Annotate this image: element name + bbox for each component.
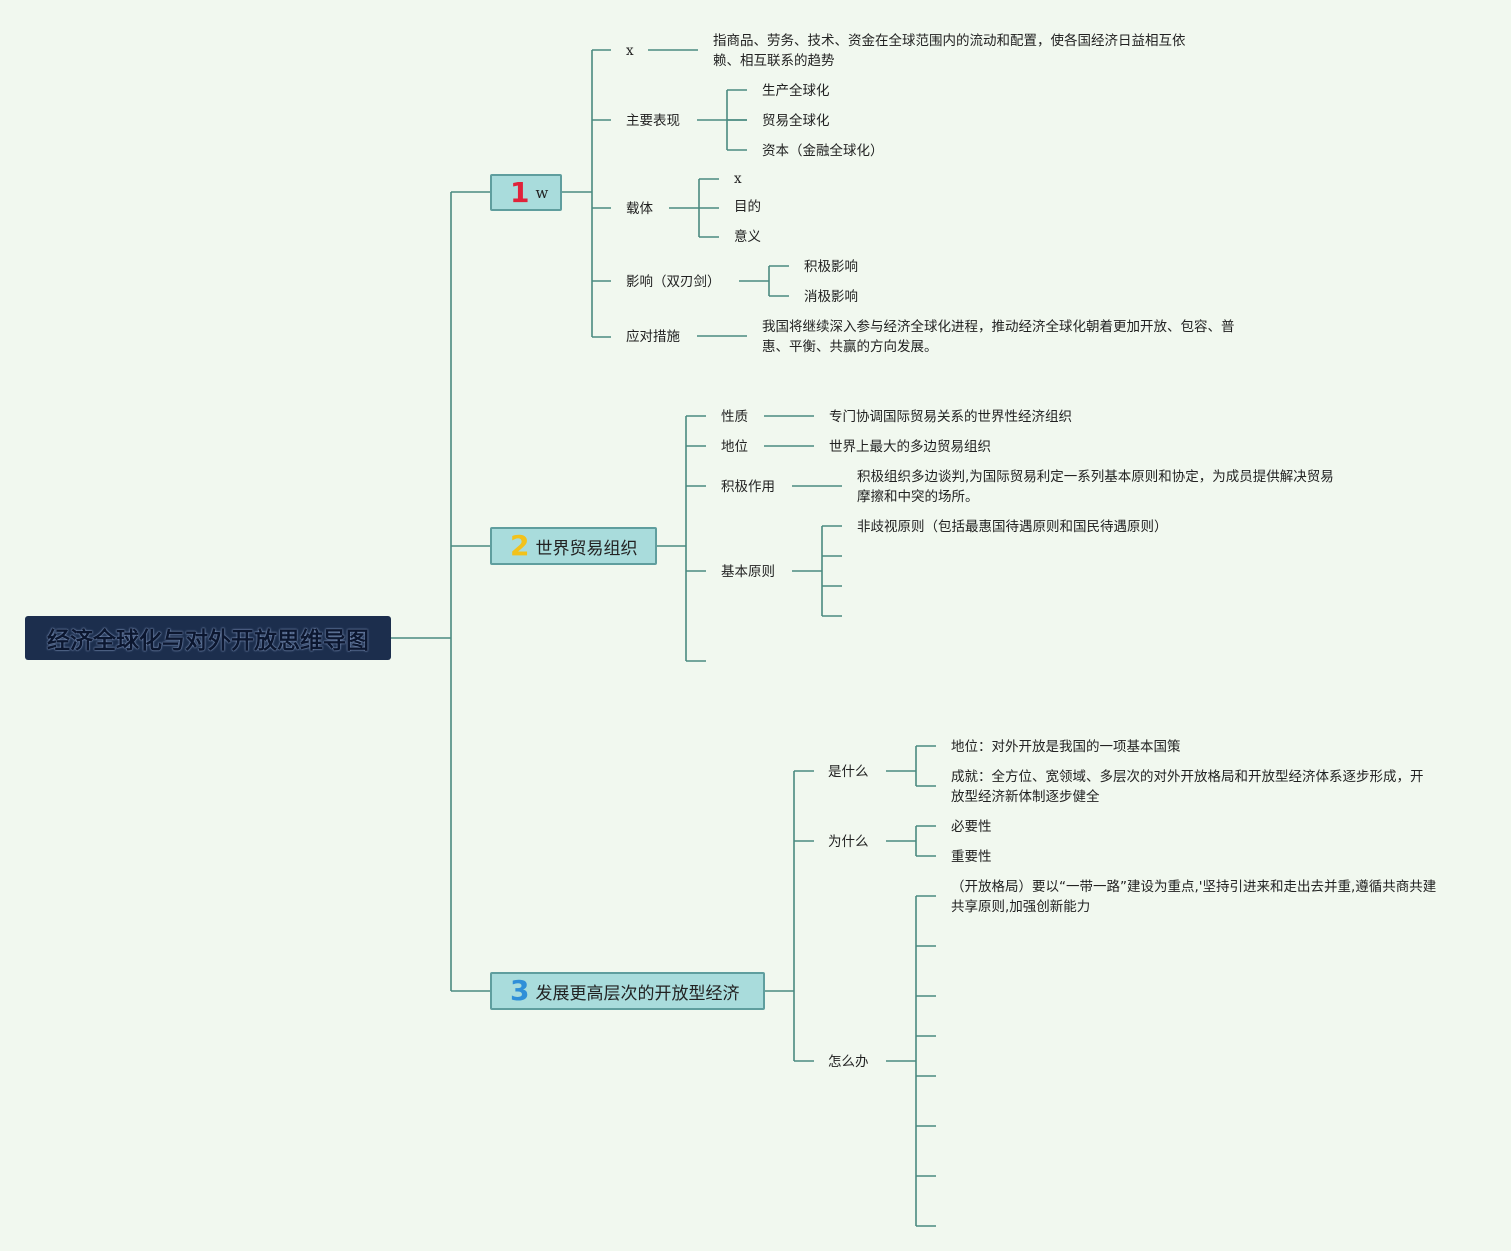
response-text: 我国将继续深入参与经济全球化进程，推动经济全球化朝着更加开放、包容、普 惠、平衡… bbox=[762, 317, 1235, 357]
how-label[interactable]: 怎么办 bbox=[828, 1054, 869, 1070]
status-label[interactable]: 地位 bbox=[721, 439, 748, 455]
definition-text: 指商品、劳务、技术、资金在全球范围内的流动和配置，使各国经济日益相互依 赖、相互… bbox=[713, 31, 1186, 71]
status-text[interactable]: 世界上最大的多边贸易组织 bbox=[829, 439, 991, 455]
manifest-item[interactable]: 生产全球化 bbox=[762, 83, 830, 99]
what-item-line: 成就：全方位、宽领域、多层次的对外开放格局和开放型经济体系逐步形成，开 bbox=[951, 769, 1424, 785]
how-item-line: （开放格局）要以“一带一路”建设为重点,'坚持引进来和走出去并重,遵循共商共建 bbox=[951, 879, 1437, 895]
impact-item[interactable]: 积极影响 bbox=[804, 259, 858, 275]
why-item[interactable]: 重要性 bbox=[951, 849, 992, 865]
what-label[interactable]: 是什么 bbox=[828, 764, 869, 780]
manifest-item[interactable]: 资本（金融全球化） bbox=[762, 143, 884, 159]
impact-label[interactable]: 影响（双刃剑） bbox=[626, 274, 721, 290]
role-text: 积极组织多边谈判,为国际贸易利定一系列基本原则和协定，为成员提供解决贸易 摩擦和… bbox=[857, 467, 1334, 507]
why-label[interactable]: 为什么 bbox=[828, 834, 869, 850]
definition-text-line: 指商品、劳务、技术、资金在全球范围内的流动和配置，使各国经济日益相互依 bbox=[713, 33, 1186, 49]
carrier-item[interactable]: x bbox=[734, 171, 742, 187]
role-text-line: 积极组织多边谈判,为国际贸易利定一系列基本原则和协定，为成员提供解决贸易 bbox=[857, 469, 1334, 485]
role-text-line: 摩擦和中突的场所。 bbox=[857, 489, 979, 505]
root-node[interactable]: 经济全球化与对外开放思维导图 bbox=[25, 616, 391, 660]
role-label[interactable]: 积极作用 bbox=[721, 479, 775, 495]
branch-1-title: w bbox=[535, 183, 549, 202]
what-item-line: 放型经济新体制逐步健全 bbox=[951, 789, 1100, 805]
branch-3-node[interactable]: 3 发展更高层次的开放型经济 bbox=[490, 972, 765, 1010]
branch-2-node[interactable]: 2 世界贸易组织 bbox=[490, 527, 657, 565]
carrier-item[interactable]: 目的 bbox=[734, 199, 761, 215]
branch-3-title: 发展更高层次的开放型经济 bbox=[535, 983, 740, 1004]
impact-item[interactable]: 消极影响 bbox=[804, 289, 858, 305]
manifest-item[interactable]: 贸易全球化 bbox=[762, 113, 830, 129]
response-text-line: 惠、平衡、共赢的方向发展。 bbox=[762, 339, 938, 355]
branch-2-number: 2 bbox=[510, 529, 530, 562]
branch-2-title: 世界贸易组织 bbox=[535, 538, 638, 559]
response-text-line: 我国将继续深入参与经济全球化进程，推动经济全球化朝着更加开放、包容、普 bbox=[762, 319, 1235, 335]
how-item[interactable]: （开放格局）要以“一带一路”建设为重点,'坚持引进来和走出去并重,遵循共商共建 … bbox=[951, 877, 1436, 917]
definition-label[interactable]: x bbox=[626, 43, 634, 59]
principle-item[interactable]: 非歧视原则（包括最惠国待遇原则和国民待遇原则） bbox=[857, 519, 1168, 535]
manifest-label[interactable]: 主要表现 bbox=[626, 113, 680, 129]
root-title: 经济全球化与对外开放思维导图 bbox=[47, 628, 369, 654]
branch-1-node[interactable]: 1 w bbox=[490, 174, 562, 211]
how-item-line: 共享原则,加强创新能力 bbox=[951, 899, 1091, 915]
principle-label[interactable]: 基本原则 bbox=[721, 564, 775, 580]
why-item[interactable]: 必要性 bbox=[951, 819, 992, 835]
branch-1-number: 1 bbox=[510, 175, 530, 209]
what-item[interactable]: 成就：全方位、宽领域、多层次的对外开放格局和开放型经济体系逐步形成，开 放型经济… bbox=[951, 767, 1424, 807]
carrier-item[interactable]: 意义 bbox=[734, 229, 761, 245]
what-item[interactable]: 地位：对外开放是我国的一项基本国策 bbox=[951, 739, 1181, 755]
nature-text[interactable]: 专门协调国际贸易关系的世界性经济组织 bbox=[829, 409, 1072, 425]
response-label[interactable]: 应对措施 bbox=[626, 329, 680, 345]
branch-3-number: 3 bbox=[510, 974, 530, 1007]
carrier-label[interactable]: 载体 bbox=[626, 201, 653, 217]
definition-text-line: 赖、相互联系的趋势 bbox=[713, 53, 835, 69]
nature-label[interactable]: 性质 bbox=[721, 409, 748, 425]
